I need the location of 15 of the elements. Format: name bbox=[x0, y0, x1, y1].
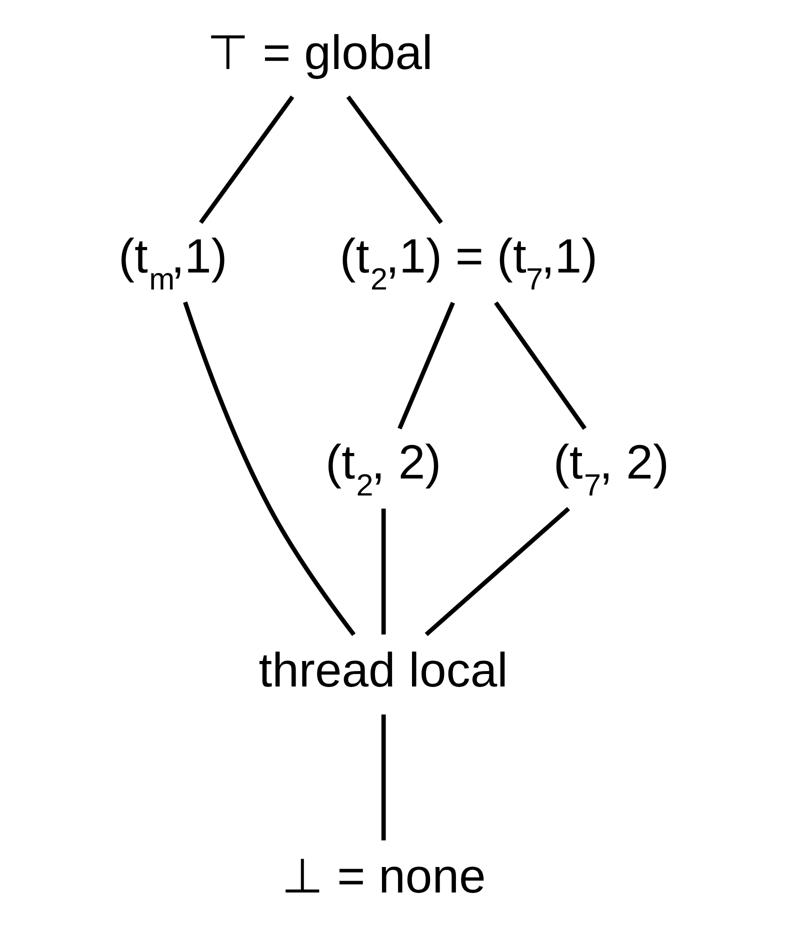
connector bbox=[346, 95, 443, 224]
node-text: ⊥ = none bbox=[282, 850, 486, 904]
node-text: (t$_{m}$,1) bbox=[118, 230, 228, 297]
connector bbox=[381, 508, 386, 634]
connector bbox=[183, 302, 356, 636]
connector bbox=[381, 714, 386, 840]
connector bbox=[398, 302, 455, 430]
node-text: (t$_{7}$, 2) bbox=[553, 436, 669, 503]
node-text: (t$_{2}$, 2) bbox=[326, 436, 442, 503]
node-text: ⊤ = global bbox=[207, 26, 433, 80]
connector bbox=[424, 506, 570, 636]
connector bbox=[494, 301, 587, 430]
connector bbox=[199, 95, 294, 224]
node-text: thread local bbox=[258, 644, 508, 698]
node-text: (t$_{2}$,1) = (t$_{7}$,1) bbox=[340, 230, 598, 297]
